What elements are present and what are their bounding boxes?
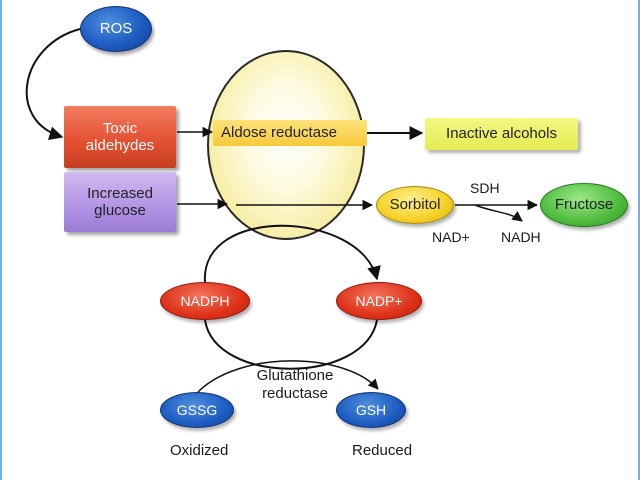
glutathione-reductase-label: Glutathione reductase bbox=[256, 367, 334, 402]
nadp-plus-node: NADP+ bbox=[336, 282, 422, 320]
nadph-node: NADPH bbox=[160, 282, 250, 320]
right-frame-line bbox=[638, 0, 640, 480]
inactive-alcohols-box: Inactive alcohols bbox=[425, 118, 578, 150]
nadp-to-nadph-lower-curve bbox=[204, 319, 378, 370]
nadh-label: NADH bbox=[501, 229, 541, 245]
nad-plus-label: NAD+ bbox=[432, 229, 470, 245]
reduced-label: Reduced bbox=[352, 442, 413, 459]
ros-node: ROS bbox=[80, 6, 152, 52]
gsh-node: GSH bbox=[336, 392, 406, 428]
sdh-label: SDH bbox=[470, 180, 500, 196]
gssg-node: GSSG bbox=[160, 392, 234, 428]
ros-to-toxic-aldehydes-arrow bbox=[25, 28, 81, 141]
gssg-to-gsh-arrow bbox=[197, 360, 379, 393]
left-frame-line bbox=[0, 0, 2, 480]
increased-glucose-box: Increased glucose bbox=[64, 172, 176, 232]
nad-to-nadh-curved-arrow bbox=[474, 204, 523, 222]
aldose-reductase-label: Aldose reductase bbox=[213, 120, 367, 146]
sorbitol-node: Sorbitol bbox=[376, 186, 454, 224]
nadph-to-nadp-upper-curve-arrow bbox=[203, 224, 381, 283]
toxic-aldehydes-box: Toxic aldehydes bbox=[64, 106, 176, 168]
fructose-node: Fructose bbox=[540, 183, 628, 227]
oxidized-label: Oxidized bbox=[170, 442, 229, 459]
